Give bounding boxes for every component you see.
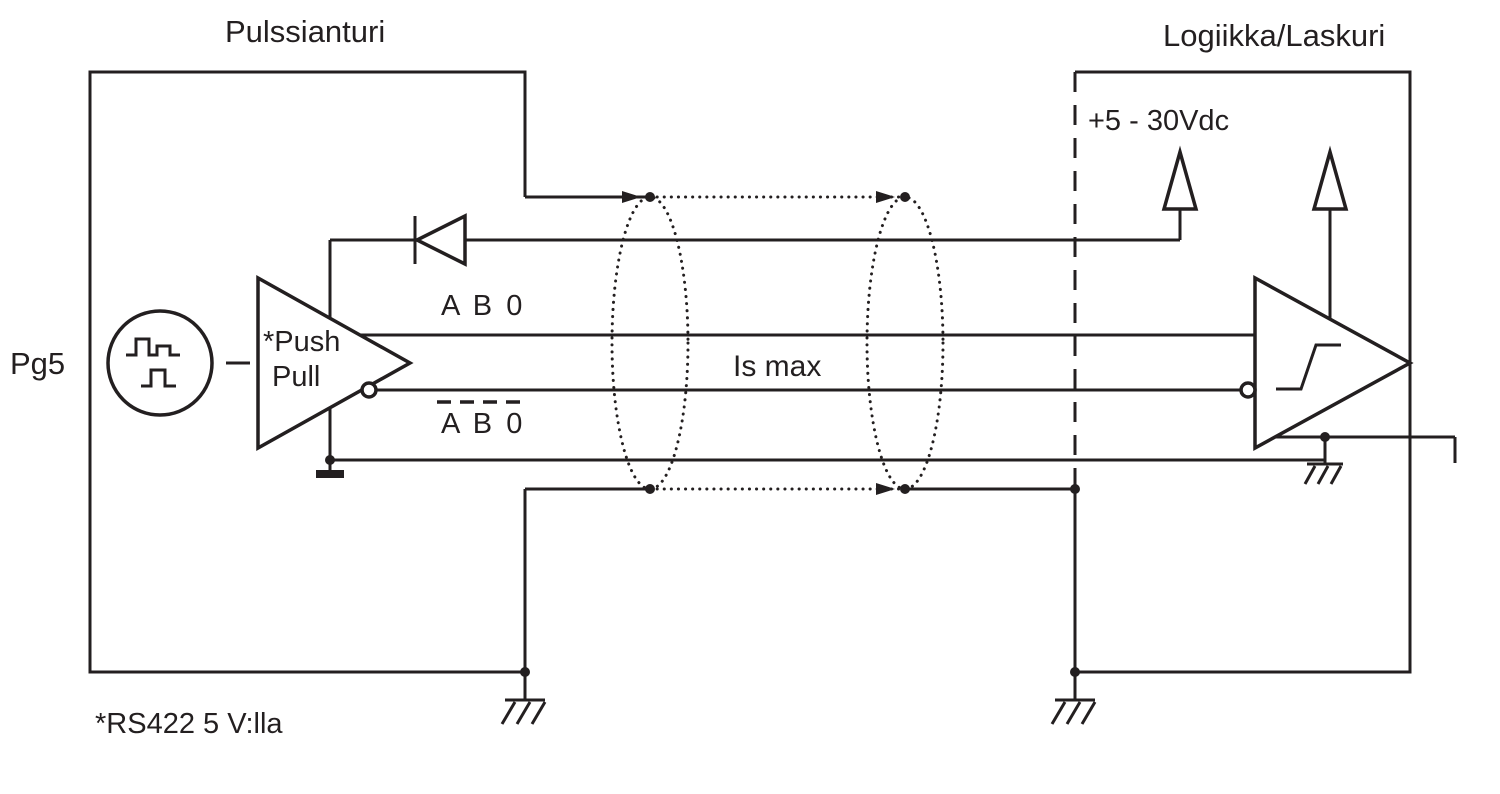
ground-hatch (500, 701, 517, 725)
inverted-output-circle (360, 381, 378, 399)
pulse-waveform-icon (126, 337, 180, 357)
driver-label: Pull (272, 361, 320, 393)
ground-symbol-right (1050, 672, 1097, 725)
cable-shield: Is max (525, 191, 1077, 672)
junction-dot (900, 192, 910, 202)
receiver-triangle (1253, 275, 1414, 451)
pulse-sensor-circle (106, 309, 214, 417)
footnote-label: *RS422 5 V:lla (95, 708, 283, 740)
junction-dot (325, 455, 335, 465)
ground-hatch (1050, 701, 1067, 725)
right-enclosure-title: Logiikka/Laskuri (1163, 18, 1385, 53)
sensor-enclosure-outline (88, 70, 527, 674)
ground-hatch (1080, 701, 1097, 725)
junction-dot (1070, 484, 1080, 494)
junction-dots (325, 192, 1330, 677)
signal-lines: A B 0 A B 0 (330, 290, 1325, 462)
ground-hatch (1316, 465, 1330, 485)
pulse-sensor-symbol (106, 309, 250, 417)
pg5-label: Pg5 (10, 346, 65, 381)
power-arrow-icon (1161, 145, 1199, 211)
push-pull-driver: *Push Pull (256, 240, 414, 460)
shield-arrow-icon (876, 483, 895, 495)
junction-dot (1320, 432, 1330, 442)
ground-symbol-receiver (1303, 462, 1343, 485)
junction-dot (645, 484, 655, 494)
ground-hatch (515, 701, 532, 725)
left-enclosure-title: Pulssianturi (225, 14, 385, 49)
ground-hatch (1065, 701, 1082, 725)
power-supply-arrows: +5 - 30Vdc (1088, 105, 1349, 319)
junction-dot (645, 192, 655, 202)
pulse-waveform-icon (141, 368, 176, 388)
junction-dot (1070, 667, 1080, 677)
ground-hatch (530, 701, 547, 725)
shield-arrow-icon (876, 191, 895, 203)
diode-icon (413, 213, 467, 267)
driver-triangle (256, 275, 414, 451)
power-arrow-icon (1311, 145, 1349, 211)
supply-voltage-label: +5 - 30Vdc (1088, 105, 1229, 137)
ground-hatch (1329, 465, 1343, 485)
hysteresis-icon (1276, 343, 1341, 391)
inverted-input-circle (1239, 381, 1257, 399)
junction-dot (520, 667, 530, 677)
supply-line (330, 213, 1180, 267)
junction-dot (900, 484, 910, 494)
schmitt-receiver (1239, 275, 1457, 464)
sensor-enclosure-box (88, 70, 527, 674)
shield-arrow-icon (622, 191, 641, 203)
shield-current-label: Is max (733, 350, 821, 383)
signal-group-label-top: A B 0 (441, 290, 525, 322)
driver-label: *Push (263, 326, 340, 358)
ground-symbol-left (500, 672, 547, 725)
signal-group-label-bottom: A B 0 (441, 408, 525, 440)
logic-enclosure-outline (1075, 70, 1412, 674)
ground-hatch (1303, 465, 1317, 485)
